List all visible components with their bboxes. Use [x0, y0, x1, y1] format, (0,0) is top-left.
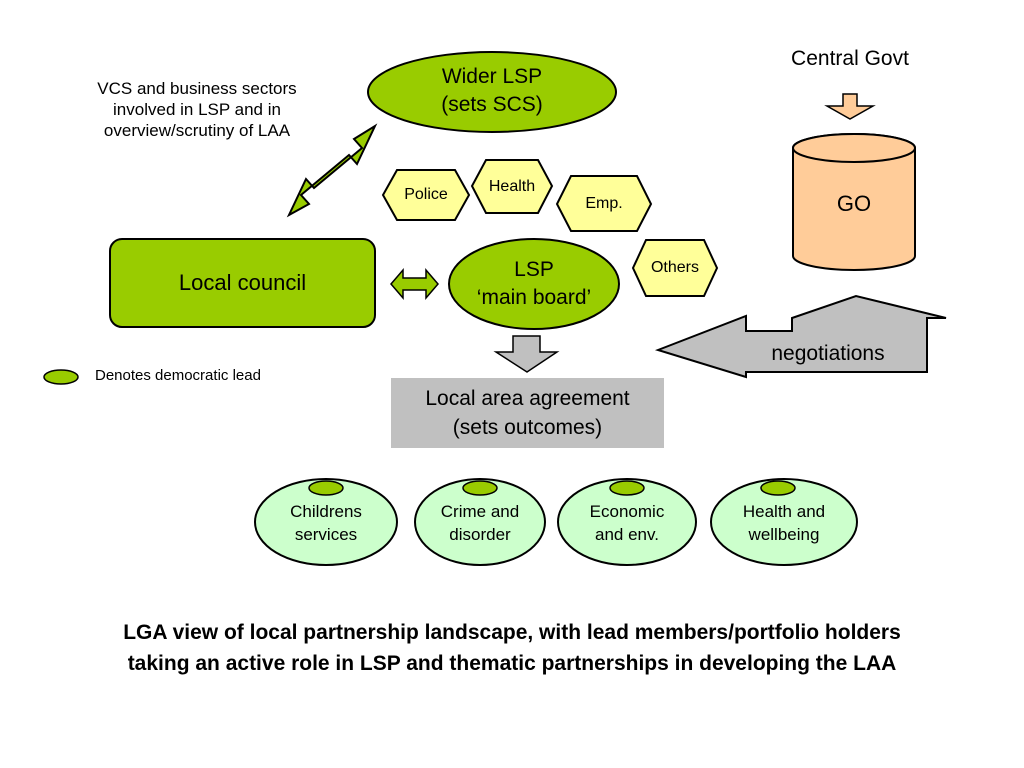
- thematic-ellipse: [254, 478, 398, 566]
- vcs-note-line: VCS and business sectors: [97, 79, 297, 98]
- thematic-crime-label: Crime and disorder: [415, 500, 545, 546]
- emp-label: Emp.: [585, 195, 623, 212]
- vcs-note-line: involved in LSP and in: [113, 100, 281, 119]
- police-label: Police: [404, 186, 448, 203]
- council-lsp-double-arrow: [390, 267, 439, 301]
- democratic-lead-marker: [308, 480, 344, 496]
- legend-label: Denotes democratic lead: [95, 367, 261, 384]
- vcs-double-arrow: [286, 123, 378, 218]
- vcs-note: VCS and business sectors involved in LSP…: [62, 78, 332, 141]
- central-govt-label: Central Govt: [791, 47, 909, 70]
- thematic-line: disorder: [449, 525, 511, 544]
- caption-line: taking an active role in LSP and themati…: [127, 652, 897, 675]
- vcs-note-line: overview/scrutiny of LAA: [103, 121, 291, 140]
- caption-line: LGA view of local partnership landscape,…: [123, 621, 901, 644]
- legend-swatch: [43, 369, 79, 385]
- negotiations-label: negotiations: [771, 342, 885, 365]
- thematic-ellipse: [557, 478, 697, 566]
- thematic-crime: [414, 478, 546, 566]
- thematic-line: and env.: [595, 525, 659, 544]
- laa-title: Local area agreement: [425, 387, 630, 410]
- democratic-lead-marker: [462, 480, 498, 496]
- emp-hexagon: [555, 175, 653, 232]
- thematic-childrens-label: Childrens services: [256, 500, 396, 546]
- others-hexagon: [631, 239, 719, 297]
- caption: LGA view of local partnership landscape,…: [20, 617, 1004, 679]
- democratic-lead-marker: [609, 480, 645, 496]
- thematic-childrens: [254, 478, 398, 566]
- local-council-box: [109, 238, 376, 328]
- thematic-line: Economic: [589, 502, 665, 521]
- laa-label: Local area agreement (sets outcomes): [391, 384, 664, 442]
- thematic-economic: [557, 478, 697, 566]
- go-cylinder-top: [792, 133, 916, 163]
- thematic-line: Health and: [742, 502, 826, 521]
- laa-subtitle: (sets outcomes): [452, 416, 603, 439]
- thematic-economic-label: Economic and env.: [558, 500, 696, 546]
- local-council-label: Local council: [178, 270, 307, 295]
- negotiations-arrow: [654, 294, 947, 379]
- thematic-line: Childrens: [290, 502, 362, 521]
- lsp-down-arrow: [493, 335, 560, 373]
- laa-box: [391, 378, 664, 448]
- go-label: GO: [836, 191, 872, 216]
- wider-lsp-title: Wider LSP: [441, 65, 543, 88]
- wider-lsp-ellipse: [367, 51, 617, 133]
- wider-lsp-label: Wider LSP (sets SCS): [392, 63, 592, 119]
- central-govt-arrow: [824, 93, 876, 120]
- democratic-lead-marker: [760, 480, 796, 496]
- others-label: Others: [650, 259, 699, 276]
- thematic-health: [710, 478, 858, 566]
- health-label: Health: [488, 178, 536, 195]
- lsp-subtitle: ‘main board’: [476, 286, 592, 309]
- health-hexagon: [470, 159, 554, 214]
- lsp-label: LSP ‘main board’: [449, 256, 619, 312]
- police-hexagon: [381, 169, 471, 221]
- lsp-ellipse: [448, 238, 620, 330]
- thematic-ellipse: [710, 478, 858, 566]
- thematic-line: services: [294, 525, 358, 544]
- wider-lsp-subtitle: (sets SCS): [441, 93, 543, 116]
- lsp-title: LSP: [514, 258, 554, 281]
- thematic-ellipse: [414, 478, 546, 566]
- thematic-line: Crime and: [440, 502, 520, 521]
- thematic-line: wellbeing: [748, 525, 820, 544]
- thematic-health-label: Health and wellbeing: [711, 500, 857, 546]
